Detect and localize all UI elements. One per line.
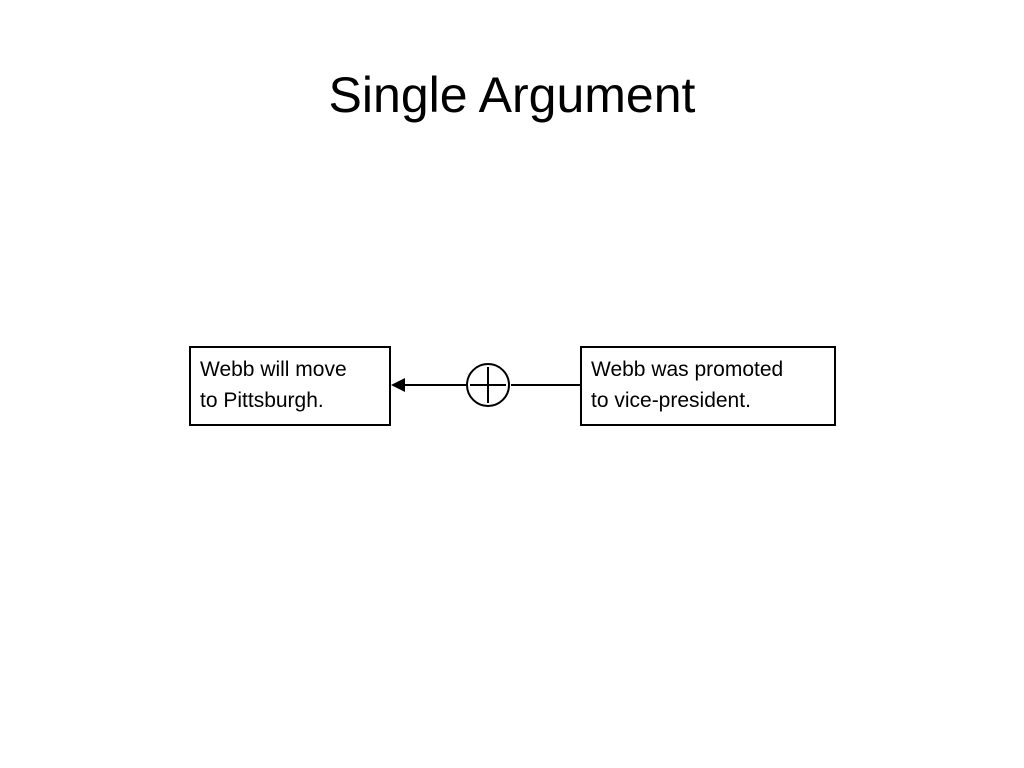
support-plus-icon xyxy=(466,363,510,407)
claim-line-1: Webb will move xyxy=(200,358,347,381)
slide-title: Single Argument xyxy=(328,67,696,123)
arrowhead-icon xyxy=(391,378,405,392)
reason-box: Webb was promoted to vice-president. xyxy=(580,346,836,426)
reason-line-1: Webb was promoted xyxy=(591,358,784,381)
reason-line-2: to vice-president. xyxy=(591,389,751,412)
claim-line-2: to Pittsburgh. xyxy=(200,389,324,412)
claim-box: Webb will move to Pittsburgh. xyxy=(189,346,391,426)
